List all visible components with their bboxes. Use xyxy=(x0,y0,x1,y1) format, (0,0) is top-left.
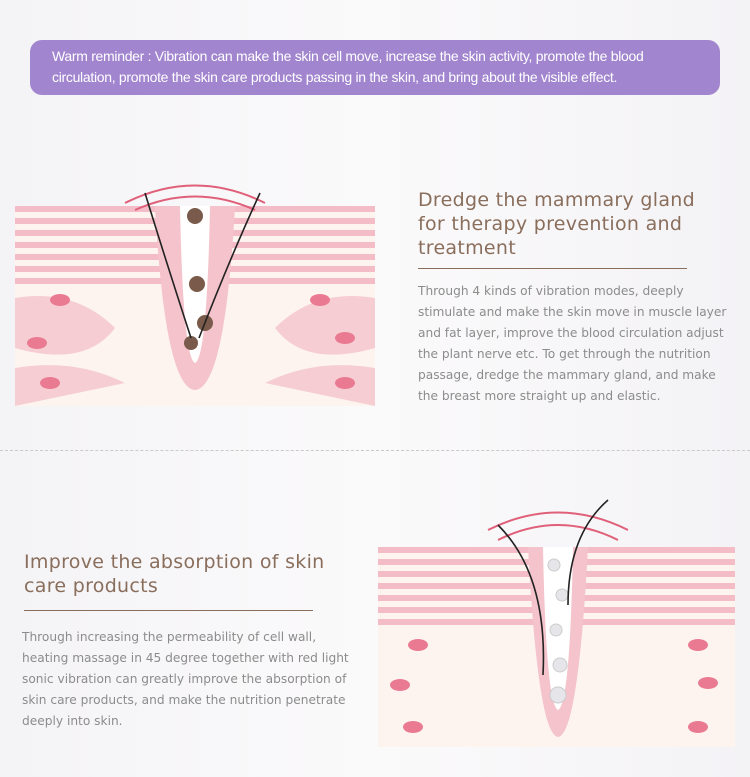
section-divider xyxy=(0,450,750,451)
section1-title: Dredge the mammary gland for therapy pre… xyxy=(418,189,695,259)
section1-body: Through 4 kinds of vibration modes, deep… xyxy=(418,284,727,403)
warm-reminder-banner: Warm reminder : Vibration can make the s… xyxy=(30,40,720,95)
section1-divider xyxy=(418,268,687,269)
reminder-text: Warm reminder : Vibration can make the s… xyxy=(52,48,644,85)
section2-divider xyxy=(24,610,313,611)
skin-pore-illustration-dredge xyxy=(15,184,375,406)
section2-title: Improve the absorption of skin care prod… xyxy=(24,551,325,597)
section2-body: Through increasing the permeability of c… xyxy=(22,630,349,728)
skin-absorption-illustration xyxy=(378,499,735,747)
